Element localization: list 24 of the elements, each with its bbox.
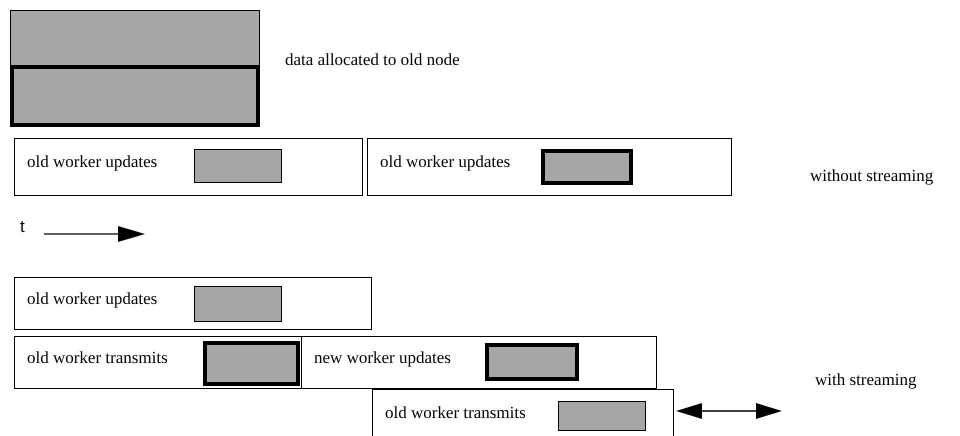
step-label: new worker updates: [314, 348, 451, 368]
data-block: [10, 65, 260, 127]
caption: data allocated to old node: [285, 50, 460, 70]
time-slot-box: [14, 277, 372, 330]
data-block: [541, 149, 633, 185]
step-label: old worker transmits: [385, 403, 526, 423]
step-label: old worker transmits: [27, 348, 168, 368]
time-slot-box: [367, 138, 732, 196]
row-label: without streaming: [810, 166, 934, 186]
time-slot-box: [301, 336, 657, 389]
data-block: [194, 286, 282, 322]
time-slot-box: [14, 336, 302, 389]
row-label: with streaming: [815, 370, 917, 390]
axis-label: t: [20, 217, 25, 237]
time-slot-box: [372, 389, 674, 436]
data-block: [485, 343, 579, 381]
time-slot-box: [14, 138, 363, 196]
step-label: old worker updates: [27, 152, 158, 172]
step-label: old worker updates: [380, 152, 510, 172]
data-block: [194, 149, 282, 183]
data-block: [10, 10, 260, 66]
data-block: [558, 401, 646, 431]
data-block: [203, 341, 300, 386]
step-label: old worker updates: [27, 289, 158, 309]
